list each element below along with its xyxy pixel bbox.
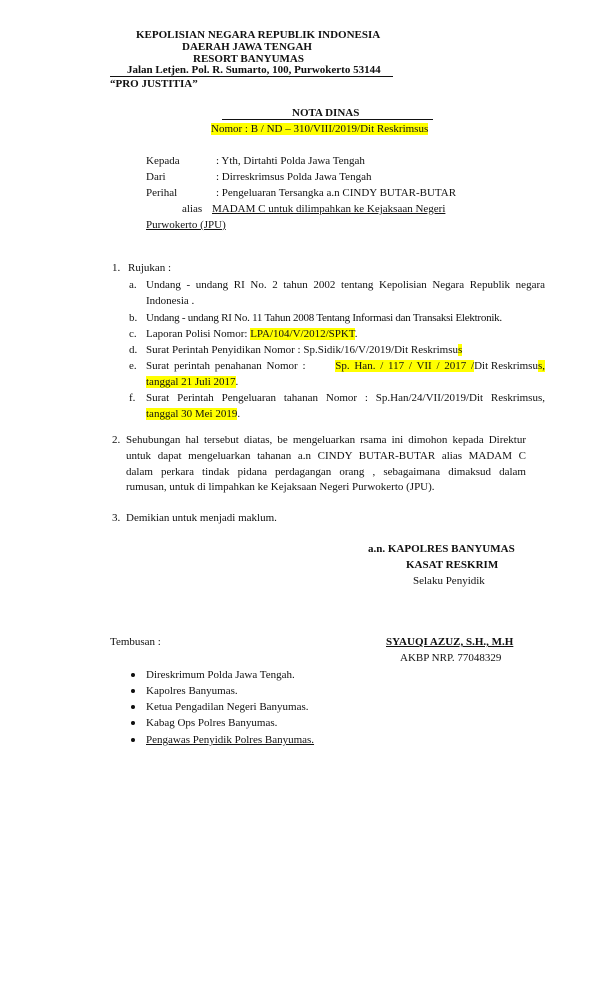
item-e-date-post: . [235,376,239,388]
header-line-2: DAERAH JAWA TENGAH [182,41,312,53]
tembusan-item: Pengawas Penyidik Polres Banyumas. [146,734,315,746]
kepada-label: Kepada [146,155,180,167]
item-c-pre: Laporan Polisi Nomor: [146,328,251,340]
bullet-icon [131,705,135,709]
section-1-title: Rujukan : [128,262,172,274]
item-d-pre: Surat Perintah Penyidikan Nomor : Sp.Sid… [146,344,458,356]
section-3-text: Demikian untuk menjadi maklum. [126,512,277,524]
signature-on-behalf: a.n. KAPOLRES BANYUMAS [368,543,515,555]
item-a-letter: a. [129,279,137,291]
item-e-highlight: Sp. Han. / 117 / VII / 2017 / [335,360,475,372]
bullet-icon [131,738,135,742]
item-f-letter: f. [129,392,136,404]
item-f-date-highlight: tanggal 30 Mei 2019 [146,408,238,420]
bullet-icon [131,721,135,725]
item-b-letter: b. [129,312,138,324]
tembusan-item: Direskrimum Polda Jawa Tengah. [146,669,295,681]
item-f-date-post: . [237,408,241,420]
item-d-highlight: s [457,344,463,356]
header-line-3: RESORT BANYUMAS [193,53,304,65]
item-c-text: Laporan Polisi Nomor: LPA/104/V/2012/SPK… [146,327,357,341]
perihal-label: Perihal [146,187,178,199]
header-line-1: KEPOLISIAN NEGARA REPUBLIK INDONESIA [136,29,381,41]
tembusan-item: Kabag Ops Polres Banyumas. [146,717,278,729]
item-f-date: tanggal 30 Mei 2019. [146,407,240,421]
dari-value: : Dirreskrimsus Polda Jawa Tengah [216,171,372,183]
item-e-text: Surat perintah penahanan Nomor : Sp. Han… [146,359,545,373]
tembusan-item: Ketua Pengadilan Negeri Banyumas. [146,701,309,713]
signatory-rank: AKBP NRP. 77048329 [400,652,502,664]
signatory-name: SYAUQI AZUZ, S.H., M.H [386,636,514,648]
item-e-mid: Dit Reskrimsu [474,360,538,372]
item-c-highlight: LPA/104/V/2012/SPKT [250,328,355,340]
pro-justitia: “PRO JUSTITIA” [110,78,198,90]
item-e-highlight-2: s, [537,360,545,372]
perihal-alias: alias [182,203,203,215]
document-title: NOTA DINAS [292,107,360,119]
dari-label: Dari [146,171,166,183]
tembusan-label: Tembusan : [110,636,161,648]
item-f-text: Surat Perintah Pengeluaran tahanan Nomor… [146,392,545,404]
item-e-date-highlight: tanggal 21 Juli 2017 [146,376,236,388]
item-c-letter: c. [129,328,137,340]
title-underline [222,119,433,120]
item-b-text: Undang - undang RI No. 11 Tahun 2008 Ten… [146,312,502,324]
perihal-continuation-2: Purwokerto (JPU) [146,219,226,231]
section-2-line: rumusan, untuk di limpahkan ke Kejaksaan… [126,481,435,493]
item-d-text: Surat Perintah Penyidikan Nomor : Sp.Sid… [146,343,463,357]
header-address: Jalan Letjen. Pol. R. Sumarto, 100, Purw… [127,64,381,76]
tembusan-item: Kapolres Banyumas. [146,685,238,697]
item-c-post: . [354,328,358,340]
item-a-text: Undang - undang RI No. 2 tahun 2002 tent… [146,279,545,291]
item-e-pre: Surat perintah penahanan Nomor : [146,360,306,372]
perihal-value: : Pengeluaran Tersangka a.n CINDY BUTAR-… [216,187,457,199]
signature-role: Selaku Penyidik [413,575,485,587]
bullet-icon [131,689,135,693]
header-divider [110,76,393,77]
signature-position: KASAT RESKRIM [406,559,499,571]
document-number: Nomor : B / ND – 310/VIII/2019/Dit Reskr… [211,123,429,135]
section-1-number: 1. [112,262,121,274]
bullet-icon [131,673,135,677]
perihal-continuation-1: MADAM C untuk dilimpahkan ke Kejaksaan N… [212,203,446,215]
section-2-line: dalam perkara tindak pidana perdagangan … [126,466,526,478]
section-2-line: untuk dapat mengeluarkan tahanan a.n CIN… [126,450,526,462]
section-2-number: 2. [112,434,121,446]
item-e-letter: e. [129,360,137,372]
item-d-letter: d. [129,344,138,356]
section-3-number: 3. [112,512,121,524]
section-2-line: Sehubungan hal tersebut diatas, be menge… [126,434,526,446]
item-e-date: tanggal 21 Juli 2017. [146,375,238,389]
item-a-text-cont: Indonesia . [146,295,195,307]
kepada-value: : Yth, Dirtahti Polda Jawa Tengah [216,155,365,167]
